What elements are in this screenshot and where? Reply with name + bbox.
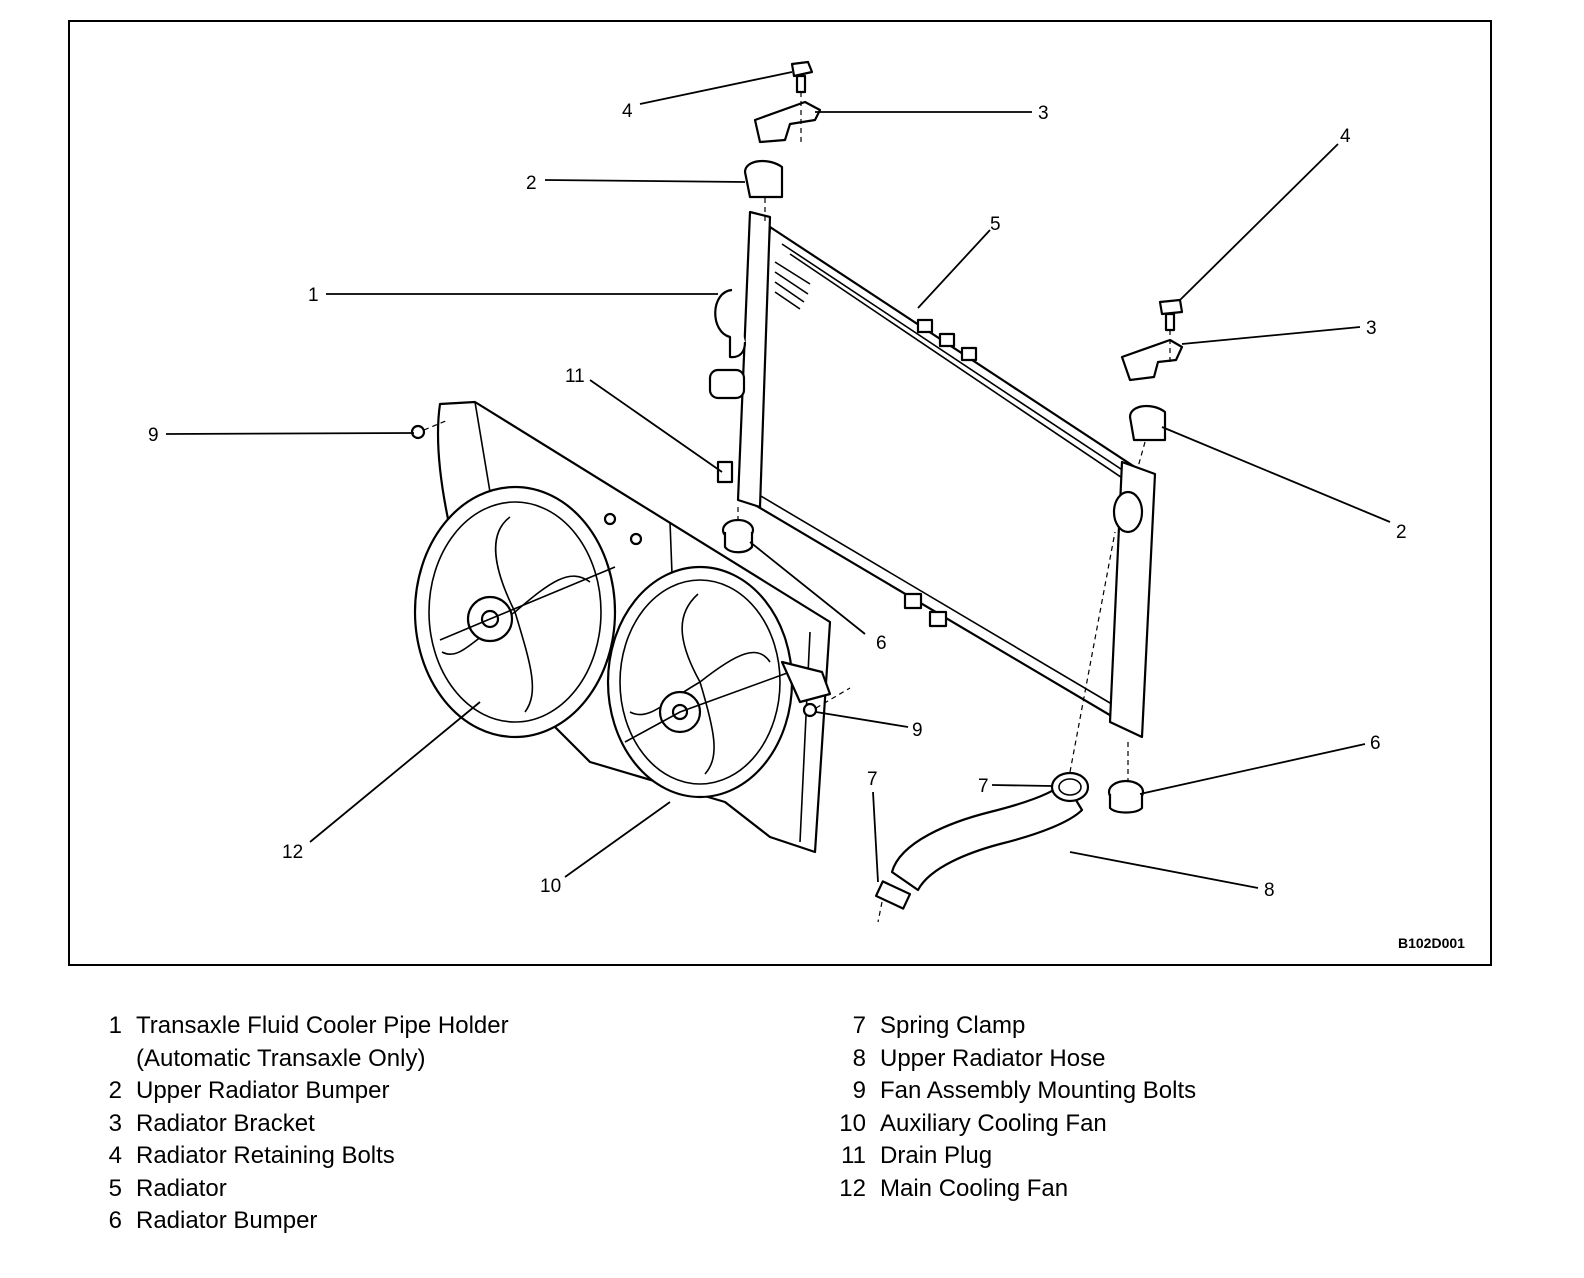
fan-mounting-bolt-top (410, 419, 449, 440)
leader-lines (165, 71, 1391, 889)
fan-mounting-bolt-right (802, 687, 851, 718)
legend-left-column: 1 Transaxle Fluid Cooler Pipe Holder (Au… (92, 1010, 509, 1238)
legend-label: Radiator Bumper (136, 1207, 318, 1234)
radiator-bottom-rail (753, 491, 1133, 717)
legend-item: 3 Radiator Bracket (92, 1108, 509, 1141)
callout-7-small: 7 (867, 769, 878, 790)
callout-4-left: 4 (622, 101, 633, 122)
callout-9-top: 9 (148, 425, 159, 446)
legend-label: Transaxle Fluid Cooler Pipe Holder (136, 1012, 509, 1039)
figure-id: B102D001 (1398, 935, 1465, 951)
radiator-bracket-left (753, 100, 822, 144)
legend-number: 5 (108, 1174, 122, 1202)
radiator-retaining-bolt-right (1158, 298, 1184, 332)
legend-number: 11 (841, 1142, 866, 1169)
callout-7-hose: 7 (978, 776, 989, 797)
aux-fan-mount-tab (780, 660, 832, 704)
legend-item: 9 Fan Assembly Mounting Bolts (822, 1075, 1197, 1108)
upper-radiator-hose (890, 780, 1084, 892)
legend-item: 4 Radiator Retaining Bolts (92, 1140, 509, 1173)
legend-label: Radiator Bracket (136, 1109, 315, 1137)
legend-label: Auxiliary Cooling Fan (880, 1109, 1107, 1137)
legend-item: 2 Upper Radiator Bumper (92, 1075, 509, 1108)
legend-number: 10 (839, 1109, 866, 1137)
legend-item: 12 Main Cooling Fan (822, 1173, 1196, 1206)
legend-label: Fan Assembly Mounting Bolts (880, 1077, 1197, 1104)
callout-5: 5 (990, 214, 1001, 235)
legend-number: 4 (108, 1142, 122, 1169)
legend-label: Drain Plug (880, 1142, 993, 1169)
hose-alignment-line (1069, 531, 1116, 773)
main-cooling-fan (413, 485, 617, 739)
legend-label: Spring Clamp (880, 1012, 1026, 1039)
callout-3-left: 3 (1038, 103, 1049, 124)
diagram-drawing: 4 3 2 4 5 1 3 11 9 2 6 9 6 7 7 12 10 8 B… (148, 60, 1465, 951)
radiator-top-rail-inner (789, 253, 1147, 495)
legend-number: 8 (852, 1044, 866, 1072)
legend-item: 11 Drain Plug (822, 1140, 1196, 1173)
radiator-bracket-right (1120, 338, 1184, 382)
fan-mounting-bolt-mid (603, 512, 643, 546)
radiator-bumper-right (1107, 779, 1145, 814)
spring-clamp-small (874, 880, 912, 910)
callout-8: 8 (1264, 880, 1275, 901)
spring-clamp-hose-end (1050, 771, 1090, 803)
callout-6-right: 6 (1370, 733, 1381, 754)
legend-label: Upper Radiator Hose (880, 1044, 1106, 1072)
legend-item: 6 Radiator Bumper (92, 1205, 509, 1238)
legend-item: 5 Radiator (92, 1173, 509, 1206)
legend-label-continuation: (Automatic Transaxle Only) (136, 1044, 426, 1072)
legend-number: 6 (108, 1207, 122, 1234)
radiator-top-fittings (903, 318, 978, 628)
callout-3-right: 3 (1366, 318, 1377, 339)
radiator-top-rail (781, 243, 1149, 488)
callout-2-left: 2 (526, 173, 537, 194)
exploded-diagram: 4 3 2 4 5 1 3 11 9 2 6 9 6 7 7 12 10 8 B… (68, 20, 1492, 966)
radiator-bumper-left (721, 518, 755, 554)
callout-11: 11 (565, 366, 585, 387)
legend-number: 3 (108, 1109, 122, 1137)
legend-label: Radiator Retaining Bolts (136, 1142, 395, 1169)
radiator-inlet (708, 368, 746, 400)
callout-1: 1 (308, 285, 319, 306)
radiator-fins (774, 261, 811, 310)
cooler-pipe-holder (714, 288, 747, 359)
callout-9-right: 9 (912, 720, 923, 741)
radiator-retaining-bolt-left (790, 60, 814, 94)
legend-number: 7 (852, 1012, 866, 1039)
callout-labels: 4 3 2 4 5 1 3 11 9 2 6 9 6 7 7 12 10 8 (148, 101, 1407, 901)
callout-2-right: 2 (1396, 522, 1407, 543)
auxiliary-cooling-fan (606, 565, 832, 799)
legend-item: 1 Transaxle Fluid Cooler Pipe Holder (92, 1010, 509, 1043)
legend-number: 12 (839, 1174, 866, 1202)
bumper-alignment-line-right (1137, 441, 1146, 468)
drain-plug (716, 460, 734, 484)
radiator-left-tank (736, 210, 772, 509)
callout-6-left: 6 (876, 633, 887, 654)
upper-radiator-bumper-right (1128, 404, 1167, 442)
legend-number: 9 (852, 1077, 866, 1104)
callout-4-right: 4 (1340, 126, 1351, 147)
legend-label: Upper Radiator Bumper (136, 1077, 390, 1104)
legend-right-column: 7 Spring Clamp 8 Upper Radiator Hose 9 F… (822, 1010, 1196, 1205)
callout-10: 10 (540, 876, 561, 897)
legend-item: 8 Upper Radiator Hose (822, 1043, 1196, 1076)
clamp-alignment-line (877, 901, 883, 923)
legend-number: 1 (108, 1012, 122, 1039)
radiator-outlet (1112, 490, 1144, 534)
radiator (708, 210, 1157, 739)
legend-label: Radiator (136, 1174, 227, 1202)
legend-item: 10 Auxiliary Cooling Fan (822, 1108, 1196, 1141)
upper-radiator-bumper-left (743, 159, 784, 199)
callout-12: 12 (282, 842, 303, 863)
legend-label: Main Cooling Fan (880, 1174, 1069, 1202)
legend-number: 2 (108, 1077, 122, 1104)
legend-item: 7 Spring Clamp (822, 1010, 1196, 1043)
